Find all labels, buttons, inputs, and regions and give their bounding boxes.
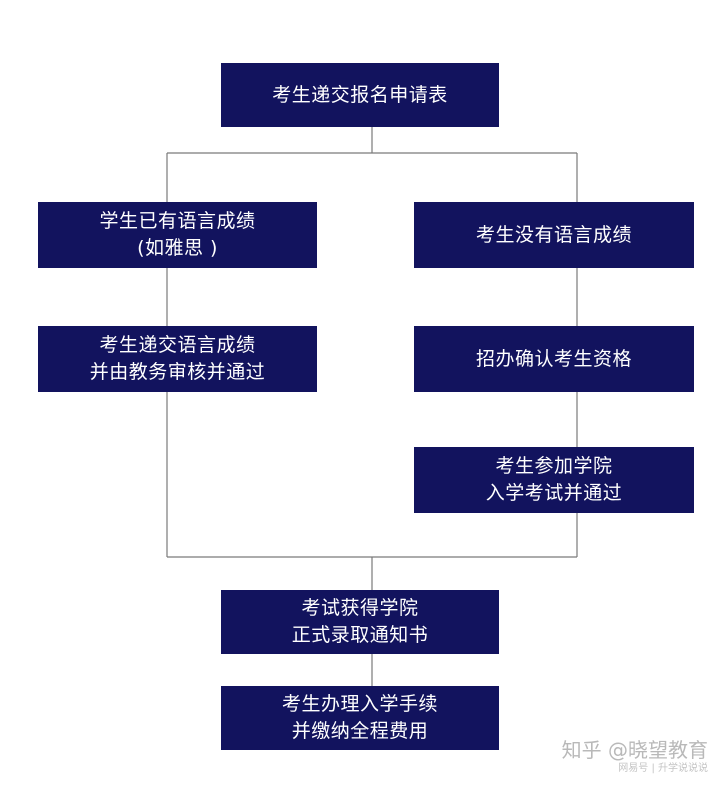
enrollment-box: 考生办理入学手续 并缴纳全程费用 <box>221 686 499 750</box>
box-line: 考试获得学院 <box>301 597 419 619</box>
box-line: 入学考试并通过 <box>485 482 623 504</box>
box-line: 考生没有语言成绩 <box>475 223 632 246</box>
watermark-sub: 网易号 | 升学说说说 <box>618 763 708 774</box>
box-line: 并由教务审核并通过 <box>89 361 266 383</box>
box-line: 考生办理入学手续 <box>281 693 438 715</box>
take-exam-box: 考生参加学院 入学考试并通过 <box>414 447 694 513</box>
box-line: 学生已有语言成绩 <box>99 210 256 232</box>
submit-score-box: 考生递交语言成绩 并由教务审核并通过 <box>38 326 317 392</box>
submit-application-box: 考生递交报名申请表 <box>221 63 499 127</box>
box-line: 考生参加学院 <box>495 455 613 477</box>
admission-notice-box: 考试获得学院 正式录取通知书 <box>221 590 499 654</box>
box-line: 招办确认考生资格 <box>475 347 632 370</box>
confirm-qualification-box: 招办确认考生资格 <box>414 326 694 392</box>
box-line: (如雅思 ) <box>137 237 218 259</box>
watermark: 知乎 @晓望教育 网易号 | 升学说说说 <box>562 738 708 775</box>
watermark-main: 知乎 @晓望教育 <box>561 738 708 762</box>
box-line: 正式录取通知书 <box>291 624 429 646</box>
box-line: 考生递交语言成绩 <box>99 334 256 356</box>
box-line: 并缴纳全程费用 <box>291 720 429 742</box>
no-language-score-box: 考生没有语言成绩 <box>414 202 694 268</box>
box-line: 考生递交报名申请表 <box>272 83 448 106</box>
has-language-score-box: 学生已有语言成绩 (如雅思 ) <box>38 202 317 268</box>
